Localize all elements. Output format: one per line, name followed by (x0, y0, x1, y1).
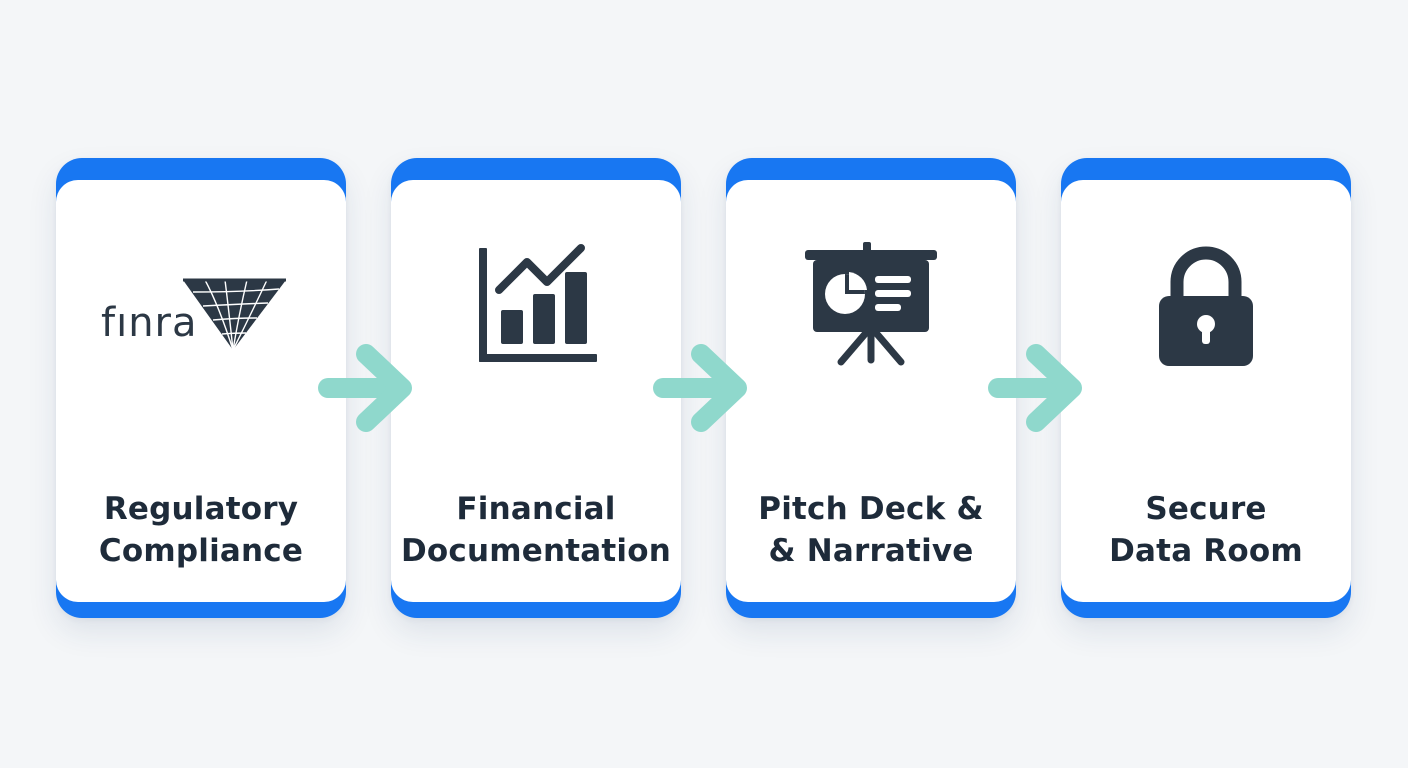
step-label-line2: & Narrative (768, 533, 974, 569)
step-label-line2: Compliance (98, 533, 304, 569)
step-label-line2: Documentation (401, 533, 672, 569)
step-label-line1: Pitch Deck & (758, 491, 984, 527)
svg-text:fınra: fınra (101, 300, 198, 346)
step-card-pitch-deck: Pitch Deck & & Narrative (726, 158, 1016, 618)
arrow-right-icon (988, 344, 1082, 432)
step-label-line1: Secure (1145, 491, 1267, 527)
card-body: Secure Data Room (1061, 180, 1351, 602)
card-body: fınra (56, 180, 346, 602)
step-label: Pitch Deck & & Narrative (736, 488, 1006, 572)
finra-logo-icon: fınra (101, 278, 286, 351)
step-label-line1: Financial (456, 491, 616, 527)
step-label: Secure Data Room (1071, 488, 1341, 572)
card-body: Pitch Deck & & Narrative (726, 180, 1016, 602)
step-card-secure-data-room: Secure Data Room (1061, 158, 1351, 618)
finra-logo: fınra (56, 232, 346, 382)
arrow-right-icon (318, 344, 412, 432)
step-label-line2: Data Room (1109, 533, 1303, 569)
step-card-financial-documentation: Financial Documentation (391, 158, 681, 618)
arrow-right-icon (653, 344, 747, 432)
step-label-line1: Regulatory (103, 491, 299, 527)
step-label: Regulatory Compliance (66, 488, 336, 572)
step-card-regulatory-compliance: fınra (56, 158, 346, 618)
step-label: Financial Documentation (401, 488, 671, 572)
card-body: Financial Documentation (391, 180, 681, 602)
presentation-board-icon (805, 242, 937, 366)
bar-chart-trend-icon (479, 244, 597, 362)
padlock-icon (1159, 246, 1253, 366)
